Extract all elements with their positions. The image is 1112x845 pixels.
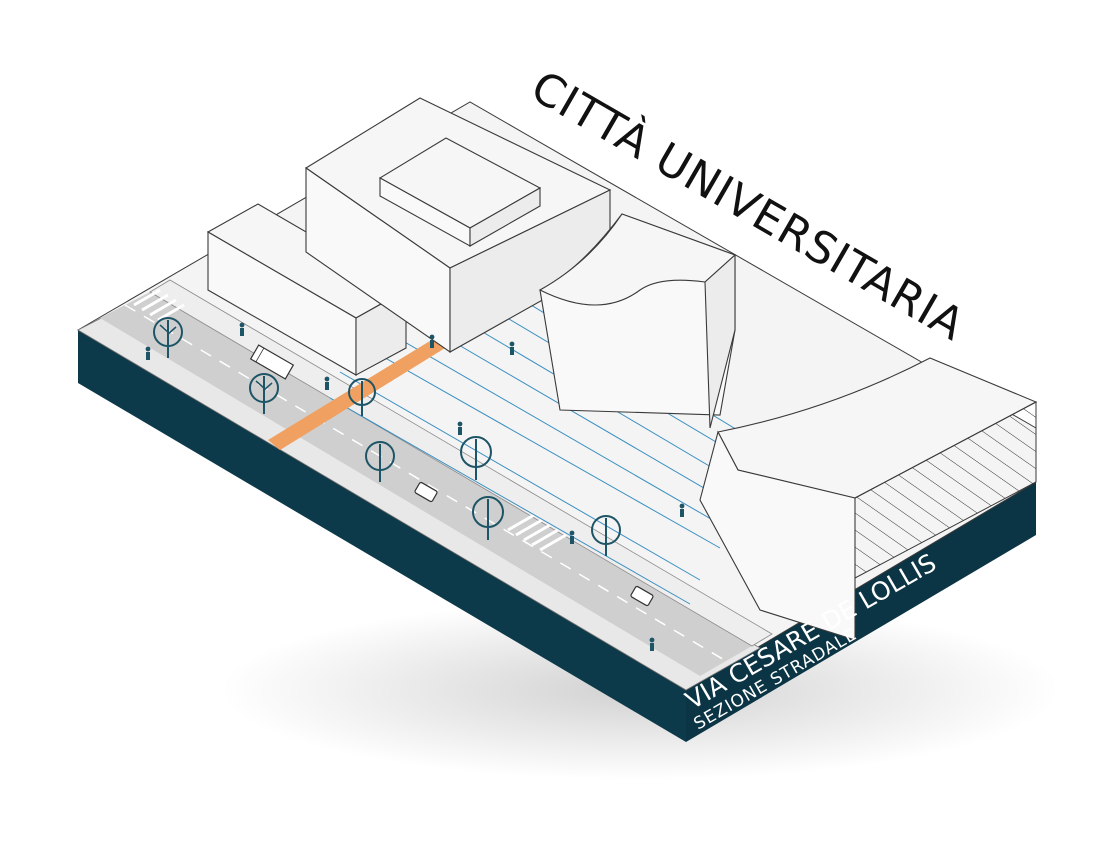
pedestrians (145, 322, 685, 651)
pedestrian-icon (145, 346, 151, 360)
building-right-wing (699, 357, 1038, 641)
pedestrian-icon (324, 376, 330, 390)
car-icon (630, 585, 654, 607)
tree-icon (365, 441, 395, 482)
zebra-crossing-right (507, 513, 567, 552)
road-centerline (124, 304, 727, 662)
car-icon (414, 481, 438, 503)
building-curved-block (538, 213, 737, 429)
cyclist-icon (429, 334, 435, 348)
tree-icon (460, 436, 492, 480)
tree-icon (591, 515, 621, 556)
building-left-block (206, 203, 408, 376)
sidewalk-back (149, 279, 773, 647)
pedestrian-icon (679, 503, 685, 517)
tree-icon (153, 317, 183, 358)
tree-icon (348, 378, 376, 416)
pedestrian-icon (239, 322, 245, 336)
bus-icon (249, 344, 295, 380)
tree-icon (472, 496, 504, 540)
zebra-crossing-left (133, 288, 185, 322)
vehicles (249, 344, 654, 607)
pedestrian-icon (569, 530, 575, 544)
pedestrian-icon (457, 421, 463, 435)
base-right-face (686, 482, 1036, 742)
building-central-block (304, 97, 612, 354)
trees (153, 317, 621, 556)
base-front-face (78, 330, 686, 742)
pedestrian-icon (649, 637, 655, 651)
pedestrian-icon (509, 341, 515, 355)
tree-icon (249, 373, 279, 414)
